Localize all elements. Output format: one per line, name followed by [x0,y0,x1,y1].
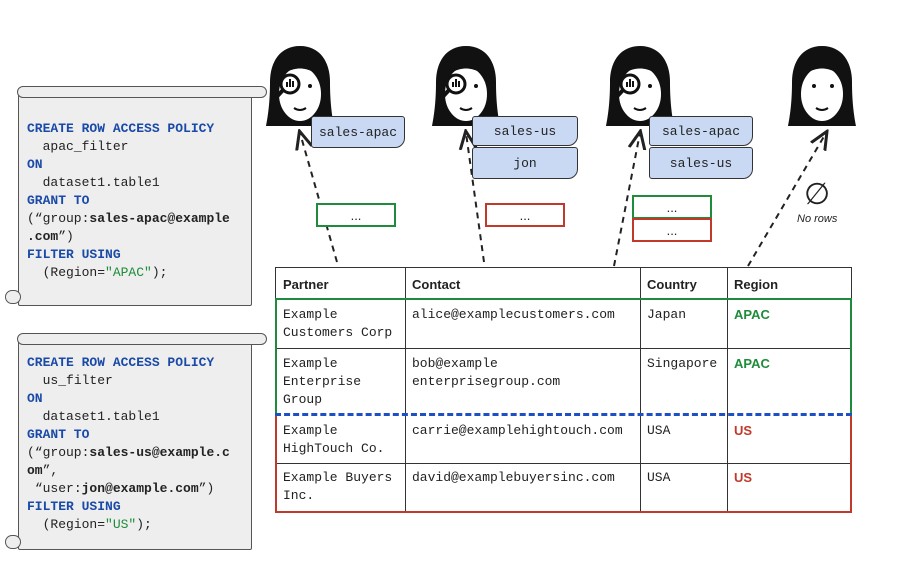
table-cell-region: APAC [734,307,770,322]
table-name: dataset1.table1 [42,175,160,190]
result-box-us: ... [485,203,565,227]
table-cell-region: APAC [734,356,770,371]
row-divider [276,463,851,464]
grant-close: ”) [58,229,74,244]
table-cell-country: Singapore [647,356,718,371]
no-rows-label: No rows [797,213,838,225]
grant-mid: ”, [42,463,59,478]
grant-open: (“group: [27,445,90,460]
grant-open: (“group: [27,211,90,226]
table-cell-region: US [734,470,753,485]
scroll-curl-bottom [5,535,21,549]
arrow-to-user-3 [613,133,640,267]
table-cell-contact: david@examplebuyersinc.com [412,470,615,485]
kw-filter: FILTER USING [27,499,121,514]
group-tag: sales-us [649,147,753,179]
user-avatar-1 [266,46,334,126]
region-separator-line [275,413,852,416]
policy-panel-apac: CREATE ROW ACCESS POLICY apac_filter ON … [5,86,267,306]
kw-grant: GRANT TO [27,427,90,442]
policy-name: us_filter [42,373,113,388]
scroll-curl-bottom [5,290,21,304]
dashed-arrows [300,133,826,267]
grant-user-open: “user: [34,481,82,496]
policy-code-apac: CREATE ROW ACCESS POLICY apac_filter ON … [27,120,230,282]
scroll-curl-top [17,333,267,345]
user-avatar-2 [432,46,500,126]
col-divider [727,268,728,512]
table-cell-partner: Example Customers Corp [283,307,393,340]
policy-panel-us: CREATE ROW ACCESS POLICY us_filter ON da… [5,333,267,550]
table-cell-contact: bob@example enterprisegroup.com [412,356,561,389]
grant-close: ”) [198,481,215,496]
table-cell-partner: Example Enterprise Group [283,356,362,407]
table-cell-partner: Example Buyers Inc. [283,470,393,503]
row-divider [276,348,851,349]
policy-code-us: CREATE ROW ACCESS POLICY us_filter ON da… [27,354,230,534]
table-cell-country: USA [647,423,671,438]
filter-value: "US" [105,517,137,532]
grant-group: sales-apac@example [89,211,230,226]
kw-create: CREATE ROW ACCESS POLICY [27,355,215,370]
col-divider [640,268,641,512]
group-tag: sales-apac [649,116,753,146]
grant-group-cont: .com [27,229,59,244]
col-header-region: Region [734,277,779,292]
group-tag: sales-us [472,116,578,146]
table-cell-country: USA [647,470,671,485]
user-tag: jon [472,147,578,179]
grant-group-cont: om [27,463,43,478]
filter-prefix: (Region= [42,265,106,280]
kw-on: ON [27,157,43,172]
table-cell-region: US [734,423,753,438]
user-avatar-4 [788,46,856,126]
table-cell-contact: carrie@examplehightouch.com [412,423,623,438]
filter-suffix: ); [136,517,152,532]
kw-on: ON [27,391,43,406]
arrow-to-user-1 [300,133,338,263]
data-table: Partner Contact Country Region Example C… [275,267,852,513]
policy-name: apac_filter [42,139,129,154]
col-header-partner: Partner [283,277,329,292]
result-box-us: ... [632,218,712,242]
group-tag: sales-apac [311,116,405,148]
result-box-apac: ... [632,195,712,219]
kw-grant: GRANT TO [27,193,90,208]
col-divider [405,268,406,512]
filter-suffix: ); [151,265,168,280]
filter-value: "APAC" [105,265,152,280]
table-cell-partner: Example HighTouch Co. [283,423,385,456]
scroll-curl-top [17,86,267,98]
kw-create: CREATE ROW ACCESS POLICY [27,121,215,136]
user-avatar-3 [606,46,674,126]
result-box-apac: ... [316,203,396,227]
table-cell-contact: alice@examplecustomers.com [412,307,615,322]
grant-group: sales-us@example.c [89,445,230,460]
row-divider [276,298,851,299]
kw-filter: FILTER USING [27,247,121,262]
table-name: dataset1.table1 [42,409,160,424]
table-cell-country: Japan [647,307,687,322]
empty-set-icon: ∅ [804,178,831,211]
grant-user: jon@example.com [81,481,199,496]
col-header-contact: Contact [412,277,461,292]
filter-prefix: (Region= [42,517,106,532]
col-header-country: Country [647,277,697,292]
arrow-to-user-4 [747,133,826,267]
